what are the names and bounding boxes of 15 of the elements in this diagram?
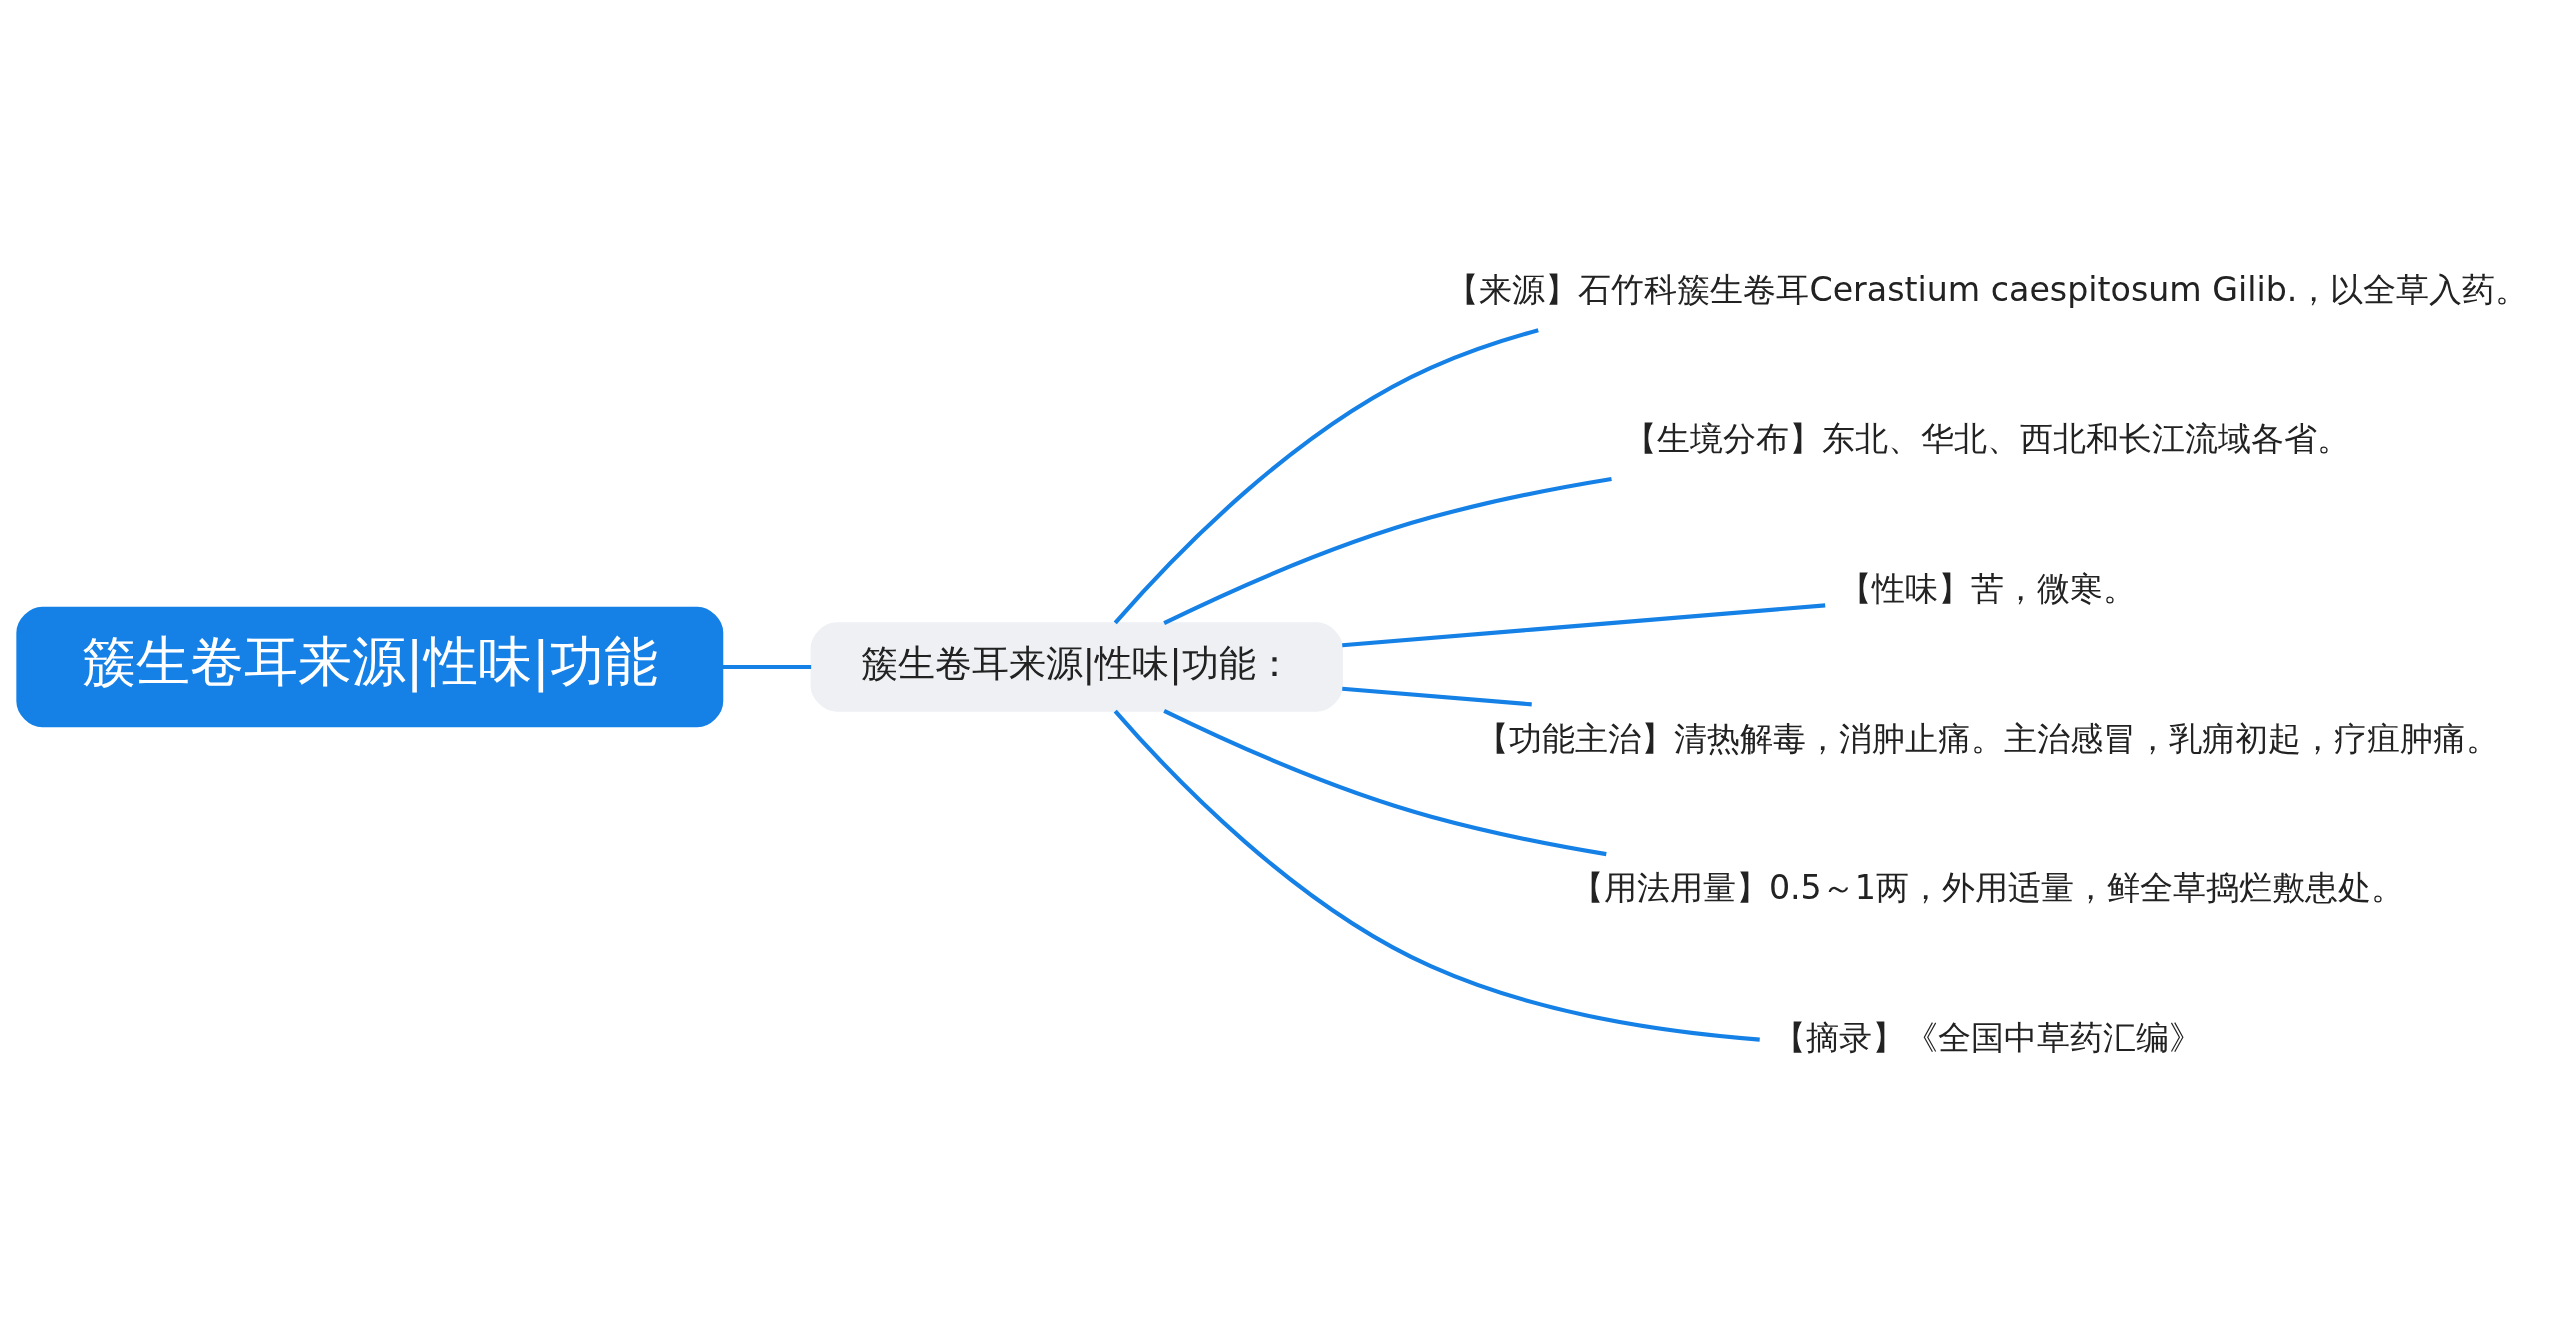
node-box: 簇生卷耳来源|性味|功能 [15, 606, 723, 728]
connector [1162, 709, 1607, 857]
connector [1341, 686, 1532, 707]
node-text: 【来源】石竹科簇生卷耳Cerastium caespitosum Gilib.，以全草入药。 [1445, 269, 2528, 309]
node-text: 【用法用量】0.5～1两，外用适量，鲜全草捣烂敷患处。 [1570, 868, 2404, 908]
connector [1113, 328, 1539, 625]
connector [1341, 603, 1825, 648]
connector [1162, 477, 1612, 625]
node-text: 【性味】苦，微寒。 [1838, 569, 2136, 609]
node-text: 【生境分布】东北、华北、西北和长江流域各省。 [1623, 419, 2350, 459]
node-text: 【功能主治】清热解毒，消肿止痛。主治感冒，乳痈初起，疗疽肿痛。 [1475, 718, 2499, 758]
connector [1113, 709, 1760, 1042]
node-text: 【摘录】《全国中草药汇编》 [1772, 1018, 2202, 1058]
connector [721, 664, 811, 670]
node-box: 簇生卷耳来源|性味|功能： [810, 622, 1343, 712]
